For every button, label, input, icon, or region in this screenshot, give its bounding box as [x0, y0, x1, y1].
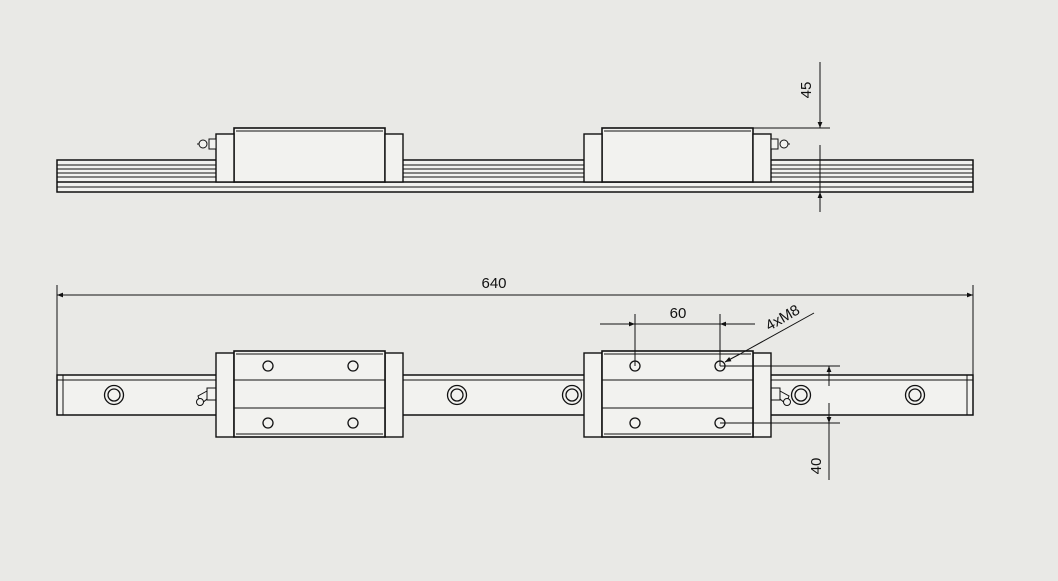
side-carriage-right [583, 127, 772, 183]
carriage-tapped-hole [347, 417, 359, 429]
height-dimension-label: 45 [798, 82, 815, 99]
hole-callout-label: 4xM8 [763, 302, 803, 335]
height-dimension [753, 62, 830, 212]
rail-mounting-holes [103, 384, 926, 406]
rail-hole [561, 384, 583, 406]
rail-hole [790, 384, 812, 406]
side-rail [56, 159, 974, 193]
top-grease-nipple-right [770, 387, 791, 406]
rail-hole [904, 384, 926, 406]
hole-pitch-dimension-label: 60 [670, 305, 687, 322]
rail-hole [446, 384, 468, 406]
top-rail [56, 374, 974, 416]
top-view [56, 374, 974, 416]
length-dimension-label: 640 [481, 275, 506, 292]
carriage-tapped-hole [262, 360, 274, 372]
hole-pitch-dimension [600, 314, 755, 366]
carriage-tapped-hole [347, 360, 359, 372]
rail-hole [103, 384, 125, 406]
top-grease-nipple-left [196, 387, 217, 406]
hole-spacing-dimension [720, 365, 840, 480]
length-dimension [56, 285, 974, 375]
hole-spacing-dimension-label: 40 [808, 458, 825, 475]
top-carriage-left [215, 350, 404, 438]
side-grease-nipple-left [197, 138, 217, 150]
carriage-tapped-hole [262, 417, 274, 429]
side-view [56, 62, 974, 212]
carriage-tapped-hole [629, 417, 641, 429]
side-grease-nipple-right [770, 138, 790, 150]
side-carriage-left [215, 127, 404, 183]
hole-callout-leader [724, 312, 815, 363]
top-carriage-right [583, 350, 772, 438]
